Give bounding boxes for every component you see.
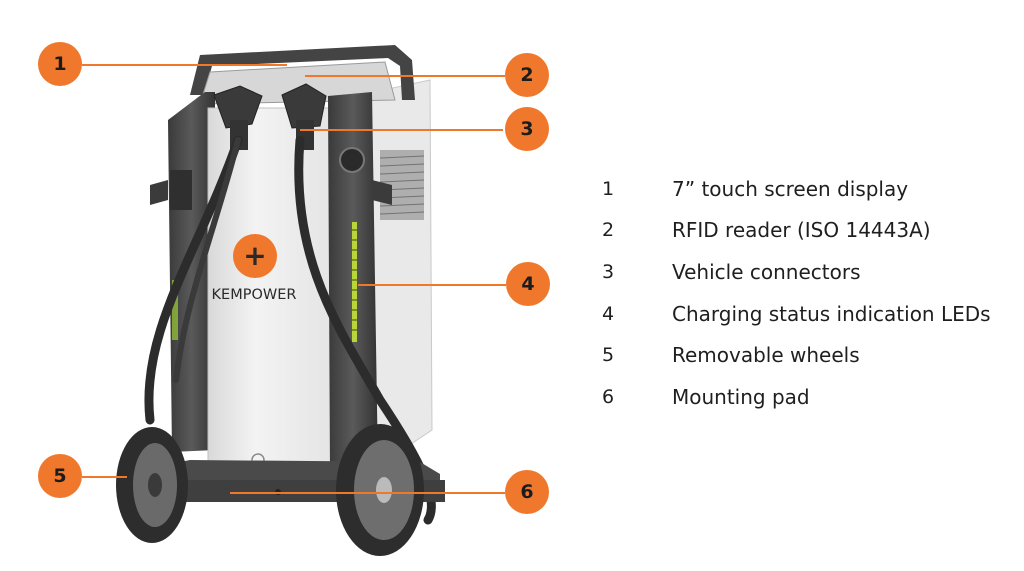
legend-item: 6 Mounting pad bbox=[598, 376, 991, 418]
left-led-strip bbox=[172, 280, 178, 340]
callout-3: 3 bbox=[505, 107, 549, 151]
legend-number: 3 bbox=[602, 260, 615, 283]
callout-4: 4 bbox=[506, 262, 550, 306]
legend-item: 5 Removable wheels bbox=[598, 334, 991, 376]
leader-line-2 bbox=[305, 75, 505, 77]
legend-label: Mounting pad bbox=[672, 384, 810, 409]
legend-number: 6 bbox=[602, 385, 615, 408]
legend-label: RFID reader (ISO 14443A) bbox=[672, 218, 931, 243]
right-wheel bbox=[336, 424, 424, 556]
legend-item: 2 RFID reader (ISO 14443A) bbox=[598, 210, 991, 252]
leader-line-5 bbox=[82, 476, 127, 478]
callout-5: 5 bbox=[38, 454, 82, 498]
leader-line-3 bbox=[300, 129, 503, 131]
legend-label: Charging status indication LEDs bbox=[672, 301, 991, 326]
legend-item: 3 Vehicle connectors bbox=[598, 251, 991, 293]
emergency-button bbox=[339, 147, 365, 173]
logo-circle bbox=[233, 234, 277, 278]
legend-number: 5 bbox=[602, 344, 615, 367]
legend-label: Removable wheels bbox=[672, 343, 860, 368]
brand-logo: + KEMPOWER bbox=[212, 234, 297, 303]
charger-illustration: + KEMPOWER bbox=[116, 45, 445, 556]
leader-line-1 bbox=[82, 64, 287, 66]
legend-number: 4 bbox=[602, 302, 615, 325]
logo-symbol: + bbox=[243, 239, 266, 272]
legend-number: 1 bbox=[602, 177, 615, 200]
side-panel bbox=[359, 79, 433, 471]
legend-item: 4 Charging status indication LEDs bbox=[598, 293, 991, 335]
status-led-strip bbox=[352, 222, 357, 342]
component-legend: 1 7” touch screen display 2 RFID reader … bbox=[598, 168, 991, 418]
legend-label: Vehicle connectors bbox=[672, 259, 861, 284]
brand-name: KEMPOWER bbox=[212, 287, 297, 303]
callout-2: 2 bbox=[505, 53, 549, 97]
leader-line-4 bbox=[358, 284, 506, 286]
callout-1: 1 bbox=[38, 42, 82, 86]
legend-number: 2 bbox=[602, 219, 615, 242]
legend-label: 7” touch screen display bbox=[672, 176, 909, 201]
leader-line-6 bbox=[230, 492, 505, 494]
callout-6: 6 bbox=[505, 470, 549, 514]
legend-item: 1 7” touch screen display bbox=[598, 168, 991, 210]
left-wheel bbox=[116, 427, 188, 543]
